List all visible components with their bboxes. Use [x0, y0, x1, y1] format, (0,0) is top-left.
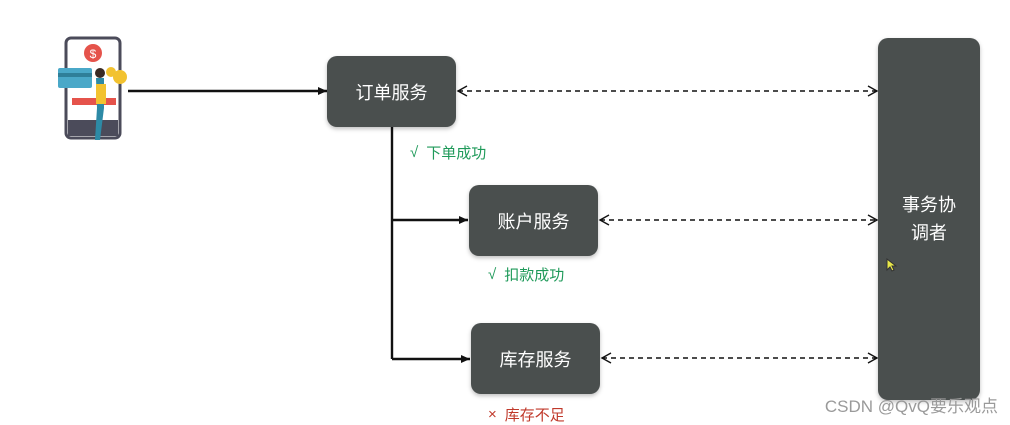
transaction-coordinator-node: 事务协 调者 [878, 38, 980, 400]
stock-service-node: 库存服务 [471, 323, 600, 394]
watermark: CSDN @QvQ要乐观点 [824, 397, 998, 416]
account-service-label: 账户服务 [497, 211, 570, 232]
mouse-cursor-icon [886, 258, 898, 272]
account-status: √ 扣款成功 [488, 264, 564, 285]
order-service-label: 订单服务 [355, 82, 428, 103]
order-status: √ 下单成功 [410, 142, 486, 163]
svg-text:$: $ [90, 47, 97, 61]
order-status-text: 下单成功 [426, 145, 487, 162]
check-icon: √ [488, 266, 497, 283]
stock-service-label: 库存服务 [499, 349, 572, 370]
coordinator-label-line1: 事务协 [902, 195, 956, 215]
account-status-text: 扣款成功 [504, 267, 565, 284]
stock-status: × 库存不足 [488, 404, 565, 425]
stock-status-text: 库存不足 [504, 407, 565, 424]
account-service-node: 账户服务 [469, 185, 598, 256]
cross-icon: × [488, 406, 497, 423]
order-service-node: 订单服务 [327, 56, 456, 127]
mobile-payment-client-icon: $ [58, 36, 127, 140]
check-icon: √ [410, 144, 419, 161]
coordinator-label-line2: 调者 [911, 223, 947, 243]
